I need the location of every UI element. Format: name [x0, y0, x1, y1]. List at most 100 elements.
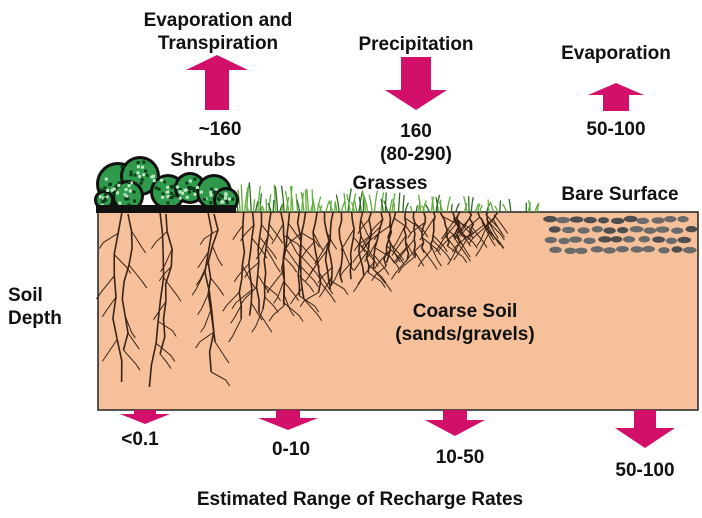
gravel-stone: [603, 247, 616, 254]
shrub-texture: [128, 189, 132, 193]
grass-blade: [245, 205, 250, 213]
shrub-texture: [223, 196, 227, 200]
root-branch: [255, 236, 269, 260]
gravel-stone: [652, 236, 666, 243]
grass-blade: [417, 194, 422, 213]
shrub-texture: [161, 195, 165, 199]
grass-blades: [233, 182, 540, 213]
shrub-texture: [106, 188, 110, 192]
shrubs-label: Shrubs: [170, 150, 236, 171]
gravel-stone: [638, 236, 651, 243]
grass-blade: [384, 192, 387, 213]
root-branch: [200, 309, 212, 333]
root-branch: [131, 230, 147, 254]
grass-blade: [351, 193, 357, 213]
root-branch: [373, 224, 392, 241]
root-branch: [259, 236, 278, 260]
root-branch: [96, 275, 115, 300]
gravel-stone: [682, 246, 697, 254]
root-branch: [233, 263, 250, 283]
root-branch: [437, 232, 457, 252]
root-branch: [163, 277, 182, 302]
root: [297, 211, 307, 296]
grass-blade: [343, 192, 347, 213]
grass-blade: [335, 194, 340, 213]
shrub-texture: [209, 193, 213, 197]
gravel-stone: [562, 226, 576, 234]
root-branch: [468, 224, 489, 245]
root-branch: [285, 233, 301, 249]
shrub-texture: [151, 174, 155, 178]
grass-blade: [274, 186, 279, 213]
gravel-stone: [664, 215, 677, 223]
grass-blade: [404, 202, 410, 213]
gravel-stone: [629, 226, 644, 233]
grass-blade: [267, 202, 272, 213]
root-branch: [128, 264, 148, 289]
shrub-texture: [129, 170, 133, 174]
recharge-arrow-bare: [615, 410, 675, 448]
root-branch: [404, 217, 422, 233]
root-branch: [210, 371, 231, 387]
surface-gravel: [543, 215, 698, 255]
root-branch: [113, 254, 132, 274]
root: [452, 211, 461, 240]
shrub-texture: [133, 173, 137, 177]
root-branch: [240, 286, 257, 305]
gravel-stone: [583, 216, 597, 224]
shrub-texture: [110, 188, 114, 192]
grass-blade: [280, 185, 285, 213]
shrub-texture: [117, 181, 121, 185]
shrub-texture: [154, 186, 158, 190]
grass-blade: [499, 200, 502, 213]
root-branch: [407, 221, 426, 239]
gravel-stone: [591, 226, 604, 233]
grass-blade: [257, 185, 261, 213]
root-branch: [303, 298, 323, 322]
shrub-texture: [129, 181, 133, 185]
shrub-texture: [103, 186, 107, 190]
root-branch: [394, 247, 407, 263]
grass-blade: [261, 205, 266, 213]
root-branch: [492, 218, 505, 238]
shrub-texture: [231, 197, 235, 201]
shrub-texture: [170, 196, 174, 200]
root-branch: [453, 235, 470, 261]
gravel-stone: [575, 247, 588, 255]
soil-depth-line1: Soil: [8, 285, 43, 306]
shrub-texture: [127, 180, 131, 184]
recharge-shrubs-value: <0.1: [121, 429, 159, 450]
grass-blade: [389, 198, 393, 213]
grass-blade: [363, 195, 369, 213]
root-branch: [271, 223, 284, 245]
root-branch: [300, 255, 321, 279]
recharge-arrow-sparse: [425, 410, 485, 436]
grass-blade: [316, 196, 322, 213]
root-branch: [251, 308, 264, 333]
grass-blade: [489, 201, 494, 213]
grass-blade: [334, 201, 338, 213]
grass-blade: [268, 194, 272, 213]
root-branch: [447, 245, 468, 263]
shrub-texture: [214, 190, 218, 194]
grass-blade: [391, 193, 396, 213]
grass-blade: [317, 203, 323, 213]
root-branch: [487, 220, 505, 241]
grass-blade: [508, 198, 512, 213]
shrub-texture: [127, 184, 131, 188]
shrub-texture: [185, 195, 189, 199]
root: [121, 213, 133, 351]
coarse-soil-line1: Coarse Soil: [412, 301, 518, 322]
et-value: ~160: [198, 119, 242, 140]
root-branch: [371, 265, 387, 282]
grass-blade: [373, 190, 379, 213]
root-branch: [123, 349, 141, 371]
root-branch: [309, 250, 328, 275]
root-branch: [155, 342, 176, 362]
grass-blade: [487, 199, 490, 213]
et-label-line1: Evaporation and: [143, 10, 293, 31]
gravel-stone: [615, 245, 629, 253]
shrub-texture: [166, 194, 170, 198]
root-branch: [261, 224, 274, 241]
shrub-texture: [115, 184, 119, 188]
